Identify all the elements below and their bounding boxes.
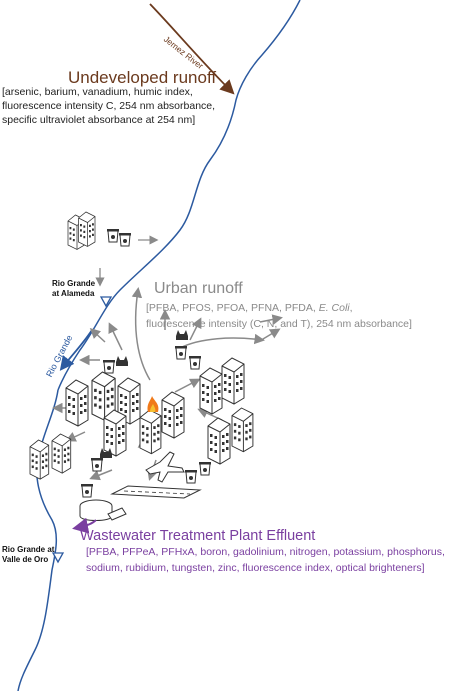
wwtp-line-1: [PFBA, PFPeA, PFHxA, boron, gadolinium, … (86, 546, 445, 558)
wwtp-tank-icon (79, 499, 127, 521)
building-cluster-north (67, 211, 132, 250)
rio-grande-upper-line (57, 0, 301, 391)
urban-runoff-line-1-prefix: [PFBA, PFOS, PFOA, PFNA, PFDA, (146, 302, 319, 314)
fire-icon (147, 396, 159, 412)
undeveloped-runoff-line-2: fluorescence intensity C, 254 nm absorba… (2, 100, 216, 112)
urban-runoff-line-1: [PFBA, PFOS, PFOA, PFNA, PFDA, E. Coli, (146, 302, 353, 315)
alameda-site-label-1: Rio Grande (52, 279, 96, 288)
wwtp-effluent-arrow (72, 517, 97, 534)
building-cluster-central (29, 357, 254, 480)
undeveloped-runoff-title: Undeveloped runoff (68, 68, 217, 87)
undeveloped-runoff-line-3: specific ultraviolet absorbance at 254 n… (2, 114, 196, 126)
alameda-site-label-2: at Alameda (52, 289, 95, 298)
jemez-river-line (149, 3, 235, 95)
runway (110, 485, 202, 499)
urban-runoff-title: Urban runoff (154, 280, 243, 297)
wwtp-line-2: sodium, rubidium, tungsten, zinc, fluore… (86, 562, 425, 574)
urban-runoff-ecoli: E. Coli (318, 302, 350, 314)
airplane-icon (145, 451, 185, 483)
valle-de-oro-site-label-1: Rio Grande at (2, 545, 55, 554)
rio-grande-arrow-segment (59, 329, 93, 371)
alameda-site-marker (99, 296, 113, 308)
urban-runoff-line-2: fluorescence intensity (C, N, and T), 25… (146, 318, 412, 330)
valle-de-oro-site-marker (51, 552, 65, 564)
rio-grande-lower-line (17, 389, 59, 691)
valle-de-oro-site-label-2: Valle de Oro (2, 555, 49, 564)
undeveloped-runoff-line-1: [arsenic, barium, vanadium, humic index, (2, 86, 193, 98)
wwtp-title: Wastewater Treatment Plant Effluent (80, 528, 316, 544)
urban-runoff-line-1-suffix: , (349, 302, 353, 314)
